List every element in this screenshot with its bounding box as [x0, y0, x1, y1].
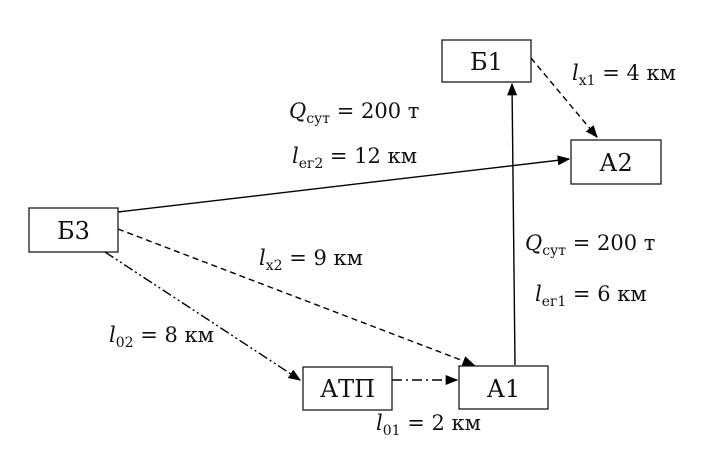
node-a2-label: А2: [599, 149, 632, 177]
node-a1: А1: [458, 365, 549, 410]
label-q-sut-1: Qсут = 200 т: [525, 231, 655, 259]
label-q-sut-2: Qсут = 200 т: [289, 99, 419, 127]
node-a1-label: А1: [487, 375, 520, 403]
node-atp-label: АТП: [320, 375, 375, 403]
node-a2: А2: [570, 139, 662, 185]
node-atp: АТП: [302, 366, 393, 411]
label-lx2: lx2 = 9 км: [259, 246, 363, 274]
edge-b3-atp: [104, 251, 302, 381]
edge-b3-a1: [117, 228, 476, 366]
edge-b3-a2: [117, 155, 571, 213]
label-leg2: lег2 = 12 км: [292, 144, 417, 172]
label-l01: l01 = 2 км: [376, 411, 481, 439]
node-b1: Б1: [441, 39, 532, 83]
node-b3-label: Б3: [57, 217, 90, 245]
label-l02: l02 = 8 км: [109, 323, 214, 351]
label-lx1: lx1 = 4 км: [572, 61, 676, 89]
node-b1-label: Б1: [470, 48, 503, 76]
edge-b1-a2: [530, 57, 598, 138]
edge-a1-b1: [507, 82, 518, 366]
label-leg1: lег1 = 6 км: [535, 282, 647, 310]
node-b3: Б3: [28, 207, 119, 253]
